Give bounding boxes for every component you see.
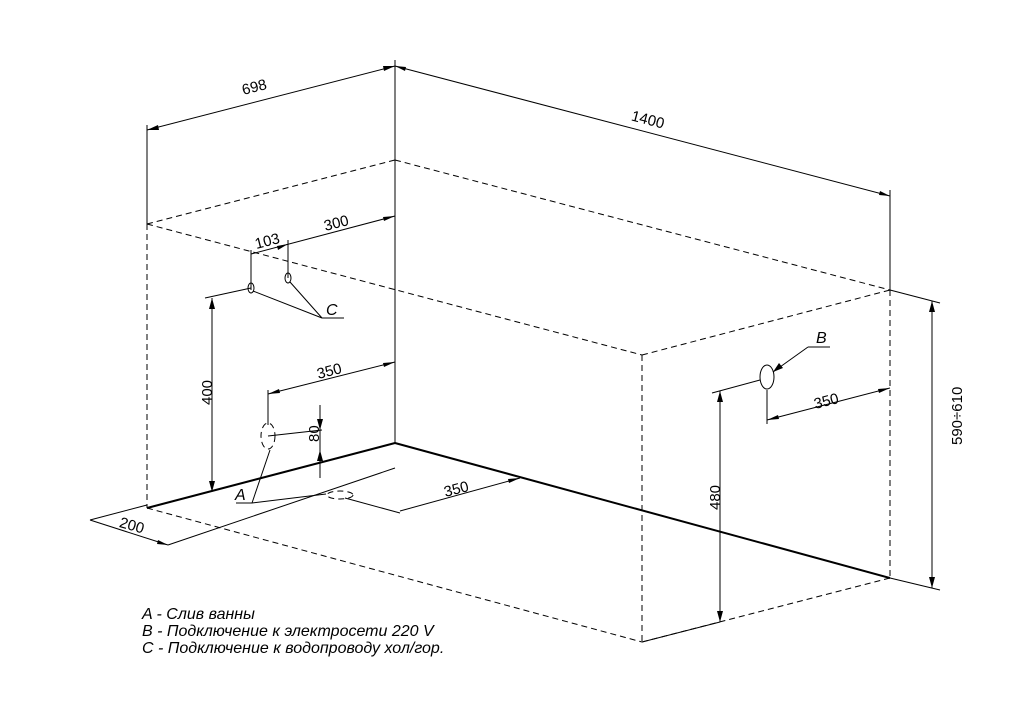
dim-103-text: 103: [253, 230, 281, 253]
arrowhead: [209, 298, 215, 309]
ext-line: [641, 621, 721, 643]
dim-350-wall-text: 350: [315, 360, 343, 383]
arrowhead: [878, 388, 890, 393]
dim-698-text: 698: [240, 76, 268, 99]
arrowhead: [383, 362, 395, 367]
leader-c: [289, 281, 323, 319]
tub-top-back-edge: [146, 159, 396, 225]
arrowhead: [879, 191, 890, 196]
dim-line: [399, 477, 521, 512]
ext-line: [204, 287, 252, 299]
dim-line: [89, 519, 169, 546]
leader-c: [252, 290, 323, 319]
ext-line: [267, 429, 323, 437]
legend-item-c: C - Подключение к водопроводу хол/гор.: [142, 640, 445, 657]
legend-item-b: B - Подключение к электросети 220 V: [142, 623, 434, 640]
arrowhead: [767, 415, 779, 420]
pipe-c-hot: [284, 272, 292, 284]
pipe-c-cold: [247, 282, 255, 294]
arrowhead: [773, 363, 783, 372]
dim-line: [267, 361, 396, 395]
dim-300-text: 300: [322, 212, 350, 235]
leader-a: [251, 449, 271, 504]
dim-line: [394, 65, 891, 197]
bathtub-outline: [146, 159, 891, 643]
ext-line: [344, 497, 401, 514]
overflow-outline: [260, 422, 276, 450]
outlet-b: [759, 364, 775, 390]
tub-bottom-front-edge: [146, 507, 643, 643]
dimension-1400: 1400: [394, 65, 891, 290]
arrowhead: [268, 389, 280, 394]
marker-c: C: [326, 302, 338, 319]
dim-line: [146, 65, 396, 131]
dimension-350-wall: 350: [267, 360, 396, 425]
tub-top-front-edge: [146, 223, 643, 356]
arrowhead: [717, 611, 723, 622]
arrowhead: [317, 450, 323, 461]
tub-top-side-edge: [641, 289, 891, 356]
dimension-480: 480: [641, 379, 761, 643]
ext-line: [89, 504, 148, 521]
marker-a: A: [234, 487, 246, 504]
arrowhead: [157, 540, 168, 545]
arrowhead: [277, 244, 288, 250]
arrowhead: [317, 419, 323, 430]
dimension-400: 400: [199, 287, 252, 492]
legend-item-a: A - Слив ванны: [142, 606, 255, 623]
dimension-200: 200: [89, 467, 396, 546]
dim-350-floor-text: 350: [442, 478, 470, 501]
arrowhead: [209, 481, 215, 492]
dim-350-right-text: 350: [812, 390, 840, 413]
dimension-350-floor: 350: [344, 477, 521, 514]
connection-b: B: [759, 330, 830, 390]
dimension-698: 698: [146, 60, 396, 224]
arrowhead: [383, 66, 395, 71]
arrowhead: [395, 66, 406, 71]
arrowhead: [383, 216, 395, 221]
arrowhead: [508, 478, 520, 483]
ext-line: [167, 467, 396, 546]
arrowhead: [929, 577, 935, 588]
dim-line: [250, 215, 396, 255]
connection-c: C: [247, 272, 344, 319]
dim-200-text: 200: [117, 514, 146, 537]
ext-line: [889, 289, 941, 304]
legend: A - Слив ванны B - Подключение к электро…: [142, 606, 444, 657]
dim-480-text: 480: [707, 485, 724, 510]
dim-80-text: 80: [306, 425, 323, 442]
dimension-350-right: 350: [766, 387, 891, 424]
floor-edge-left: [146, 442, 396, 509]
arrowhead: [929, 301, 935, 312]
arrowhead: [717, 391, 723, 402]
ext-line: [711, 379, 761, 394]
dim-400-text: 400: [199, 380, 216, 405]
dimension-103-300: 103 300: [250, 212, 396, 290]
drain-outline: [326, 490, 354, 500]
arrowhead: [147, 125, 159, 130]
tub-top-right-edge: [394, 159, 891, 291]
drain-a-wall: 80: [260, 405, 323, 478]
dim-line: [766, 387, 891, 421]
dim-590-610-text: 590÷610: [949, 387, 966, 445]
dimension-590-610: 590÷610: [889, 289, 966, 591]
marker-b: B: [816, 330, 827, 347]
